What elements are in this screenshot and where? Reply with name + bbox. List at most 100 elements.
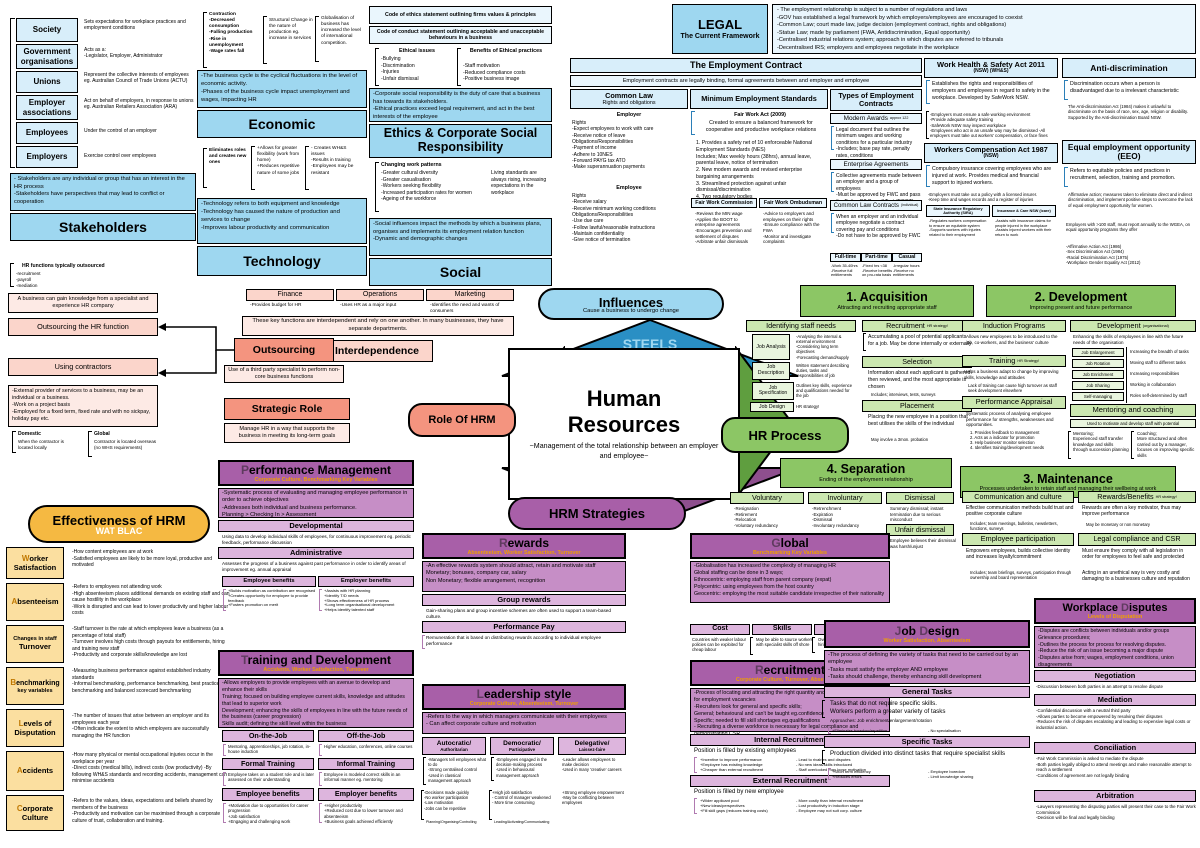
general-tasks-leftbracket	[822, 700, 825, 718]
dev-row-4-label: Self-managing	[1072, 392, 1124, 401]
group-rewards-desc: Gain-sharing plans and group incentive s…	[426, 608, 612, 619]
technology-title: Technology	[197, 246, 367, 276]
outsourced-functions-title: HR functions typically outsourced	[22, 263, 105, 269]
outsourcing-connector	[158, 323, 234, 377]
modern-awards-text: Legal document that outlines the minimum…	[836, 127, 913, 159]
modern-awards-note: approx 122	[889, 116, 909, 121]
effectiveness-row-2-line2: Turnover	[19, 641, 51, 651]
economic-summary: -The business cycle is the cyclical fluc…	[197, 70, 367, 108]
rewards-benefits-note2: May be monetary or non monetary	[1086, 522, 1151, 527]
technology-brace-0	[203, 148, 207, 188]
disputes-pre: Workplace	[1062, 602, 1122, 614]
global-col-0-desc: Countries with weaker labour policies ca…	[692, 637, 746, 653]
fwa-left-bracket	[691, 111, 695, 135]
leadership-style-0-pros: -Decisions made quickly -No worker parti…	[424, 790, 470, 811]
recruitment-desc: Accumulating a pool of potential applica…	[868, 334, 972, 347]
effectiveness-row-0-desc: -How content employees are at work -Sati…	[72, 549, 213, 568]
whs-desc: Establishes the rights and responsibilit…	[932, 81, 1050, 101]
training-dev-rest: raining and Development	[247, 653, 392, 667]
social-col1-list: -Greater cultural diversity -Greater cas…	[381, 170, 472, 203]
specific-tasks-bracket	[828, 768, 831, 780]
antidisc-desc: Discrimination occurs when a person is d…	[1070, 81, 1179, 94]
general-tasks-pro: +Eliminates boredom/repetition	[832, 728, 888, 733]
mentoring-title: Mentoring and coaching	[1070, 404, 1196, 417]
icare-text: -Assists with insurance claims for peopl…	[995, 219, 1052, 237]
mode-2-text: -Irregular hours -Receive no entitlement…	[893, 263, 920, 278]
recruitment-strategy-rest: ecruitment	[763, 663, 826, 677]
perf-mgmt-emp-benefits-title: Employee benefits	[222, 576, 316, 587]
social-col2: Living standards are always rising, incr…	[491, 170, 547, 196]
specific-tasks-desc: Production divided into distinct tasks t…	[830, 750, 1006, 757]
offjob-bracket	[319, 744, 322, 756]
mode-1-text: -Fixed hrs <38 -Receive benefits on pro-…	[862, 263, 893, 278]
contractor-global-brace	[88, 431, 92, 457]
leadership-letter: L	[476, 687, 484, 701]
fwc-title: Fair Work Commission	[691, 198, 757, 208]
wc-desc: Compulsory insurance covering employees …	[932, 166, 1052, 186]
job-description-desc: Written statement describing duties, tas…	[796, 363, 849, 379]
hr-process-pill[interactable]: HR Process	[721, 417, 849, 453]
ethical-issues-title: Ethical issues	[399, 48, 435, 54]
contractor-domestic-brace	[12, 431, 16, 453]
eeo-header: Equal employment opportunity (EEO)	[1062, 140, 1196, 164]
separation-subtitle: Ending of the employment relationship	[819, 477, 913, 484]
function-operations-desc: -Uses HR as a major input	[340, 303, 397, 308]
placement-desc: Placing the new employee in a position t…	[868, 414, 968, 427]
selection-title: Selection	[862, 356, 972, 368]
dev-org-desc: Enhancing the skills of employees in lin…	[1073, 334, 1184, 345]
job-design-header: Job Design Worker Satisfaction, Absentee…	[824, 620, 1030, 648]
mode-1-title: Part-time	[861, 253, 892, 262]
technology-summary: -Technology refers to both equipment and…	[197, 198, 367, 244]
whs-header: Work Health & Safety Act 2011 (NSW) (WH&…	[924, 58, 1058, 78]
hrm-strategies-pill[interactable]: HRM Strategies	[508, 497, 686, 530]
comm-culture-title: Communication and culture	[962, 491, 1074, 503]
common-law-title: Common Law	[605, 90, 653, 100]
induction-title: Induction Programs	[962, 320, 1066, 332]
performance-mgmt-header: Performance Management Corporate Culture…	[218, 460, 414, 486]
unfair-dismissal-title: Unfair dismissal	[886, 524, 954, 536]
role-of-hrm-pill[interactable]: Role Of HRM	[408, 403, 516, 437]
performance-pay-title: Performance Pay	[422, 621, 626, 633]
fwa-desc: Created to ensure a balanced framework f…	[705, 120, 817, 133]
rewards-benefits-desc: Rewards are often a key motivator, thus …	[1082, 505, 1181, 518]
function-marketing-title: Marketing	[426, 289, 514, 301]
mentoring-brace	[1068, 431, 1071, 459]
effectiveness-row-3-desc: -Measuring business performance against …	[72, 668, 220, 694]
code-of-conduct: Code of conduct statement outlining acce…	[369, 26, 552, 44]
effectiveness-row-5-desc: -How many physical or mental occupationa…	[72, 752, 228, 784]
leadership-rest: eadership style	[483, 687, 572, 701]
leadership-style-1-func: Leading/Activating/Communicating	[494, 820, 550, 824]
rewards-benefits-note: HR strategy!	[1155, 494, 1177, 499]
function-operations-title: Operations	[336, 289, 424, 301]
leadership-style-1-pros: +High job satisfaction - Control of mana…	[492, 790, 551, 806]
effectiveness-row-2-rest: Changes in staff	[13, 636, 57, 643]
interdependence-title: Interdependence	[321, 340, 433, 362]
job-design-rest: ob	[901, 624, 920, 638]
perf-mgmt-developmental-desc: Using data to develop individual skills …	[222, 534, 411, 545]
formal-training-desc: Employee takes on a student role and is …	[228, 772, 314, 783]
dev-row-2-label: Job Enrichment	[1072, 370, 1124, 379]
onjob-title: On-the-Job	[222, 730, 314, 742]
eeo-acts: -Affirmative Action Act (1986) -Sex Disc…	[1066, 244, 1141, 266]
mode-2-title: Casual	[892, 253, 922, 262]
antidisc-bracket	[1064, 80, 1068, 100]
voluntary-list: -Resignation -Retirement -Relocation -Vo…	[734, 506, 778, 528]
internal-recruitment-cons: - Lead to rivalries and disputes - No ne…	[796, 757, 866, 772]
legal-title-box: LEGAL The Current Framework	[672, 4, 768, 54]
common-law-employee-heading: Employee	[616, 185, 642, 191]
effectiveness-row-0-letter: W	[21, 553, 30, 563]
external-recruitment-lead: Position is filled by new employee	[694, 789, 784, 795]
effectiveness-pill[interactable]: Effectiveness of HRM WAT BLAC	[28, 505, 210, 543]
participation-desc: Empowers employees, builds collective id…	[966, 548, 1071, 561]
involuntary-list: -Retrenchment -Expiration -Dismissal -In…	[812, 506, 860, 528]
function-finance-title: Finance	[246, 289, 334, 301]
stakeholders-group: Society Sets expectations for workplace …	[6, 10, 196, 248]
influences-pill[interactable]: Influences Cause a business to undergo c…	[538, 288, 724, 320]
job-design-label: Job Design	[750, 402, 794, 412]
onjob-bracket	[223, 744, 226, 756]
legal-csr-1: Must ensure they comply with all legisla…	[1082, 548, 1185, 561]
stakeholder-row-0-desc: Sets expectations for workplace practice…	[84, 19, 186, 32]
code-of-ethics: Code of ethics statement outlining firms…	[369, 6, 552, 24]
common-law-employer-text: Rights -Expect employees to work with ca…	[572, 120, 654, 171]
dev-org-note: (organisational)	[1142, 323, 1169, 328]
